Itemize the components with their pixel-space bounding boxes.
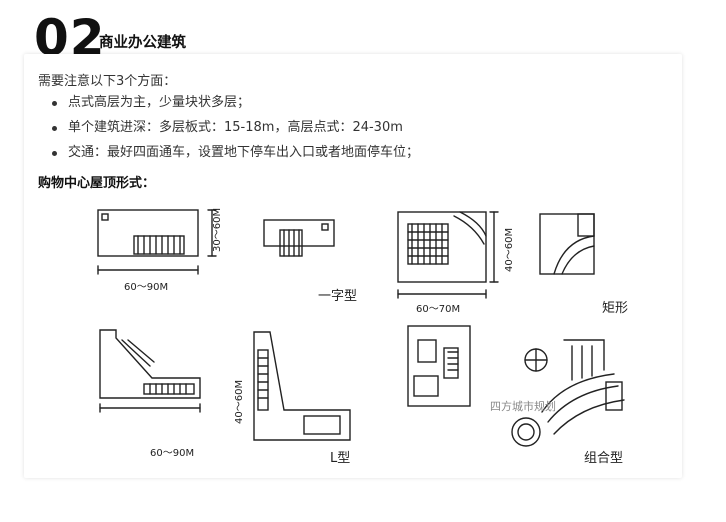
content-card: 需要注意以下3个方面： 点式高层为主，少量块状多层； 单个建筑进深：多层板式：1… — [24, 54, 682, 478]
dim-label: 40～60M — [504, 228, 515, 272]
sketch-line-type: 60～90M 30～60M 一字型 — [97, 208, 357, 304]
dim-label: 40～60M — [234, 380, 245, 424]
type-label: 矩形 — [602, 301, 628, 316]
section-title: 商业办公建筑 — [99, 35, 186, 51]
watermark: 四方城市规划 — [490, 400, 556, 413]
type-label: 组合型 — [584, 451, 623, 466]
type-label: L型 — [330, 451, 350, 466]
sketch-rect-type: 60～70M 40～60M 矩形 — [397, 211, 628, 316]
dim-label: 60～90M — [124, 282, 168, 293]
list-item: 点式高层为主，少量块状多层； — [38, 94, 419, 119]
list-item: 交通：最好四面通车，设置地下停车出入口或者地面停车位； — [38, 144, 419, 169]
dim-label: 30～60M — [212, 208, 223, 252]
dim-label: 60～70M — [416, 304, 460, 315]
sketch-l-type: 60～90M 40～60M L型 — [99, 329, 351, 466]
list-item: 单个建筑进深：多层板式：15-18m，高层点式：24-30m — [38, 119, 419, 144]
sketch-group-type: 组合型 — [407, 325, 625, 466]
roof-forms-heading: 购物中心屋顶形式： — [38, 176, 156, 191]
dim-label: 60～90M — [150, 448, 194, 459]
intro-text: 需要注意以下3个方面： — [38, 74, 177, 89]
type-label: 一字型 — [318, 289, 357, 304]
roof-forms-sketch: 60～90M 30～60M 一字型 60～70M 40～60M 矩形 — [97, 208, 628, 466]
points-list: 点式高层为主，少量块状多层； 单个建筑进深：多层板式：15-18m，高层点式：2… — [38, 94, 419, 169]
